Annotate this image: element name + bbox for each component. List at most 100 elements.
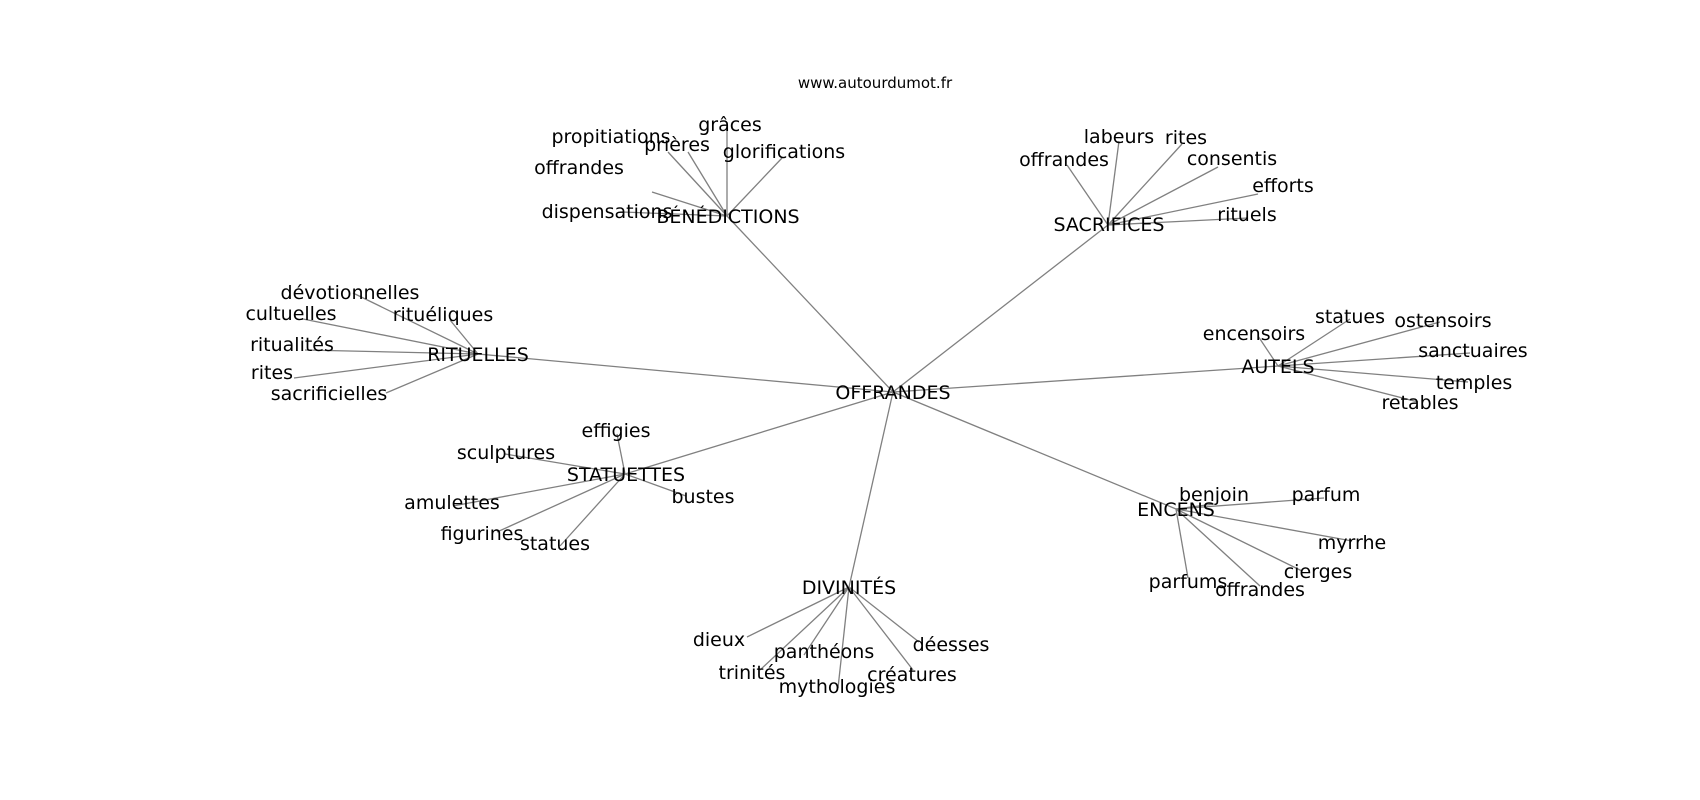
leaf-word[interactable]: benjoin <box>1179 484 1249 506</box>
leaf-word[interactable]: mythologies <box>779 676 896 698</box>
edge-divinites-leaf <box>803 586 850 656</box>
leaf-word[interactable]: prières <box>644 134 710 156</box>
edge-statuettes-leaf <box>624 473 687 497</box>
graph-labels: OFFRANDES dispensations offrandes propitia… <box>245 114 1527 698</box>
branch-word-sacrifices[interactable]: SACRIFICES <box>1053 214 1164 236</box>
edge-center-rituelles <box>477 353 894 393</box>
branch-word-benedictions[interactable]: BÉNÉDICTIONS <box>656 205 799 228</box>
edge-divinites-leaf <box>746 586 850 638</box>
leaf-word[interactable]: rites <box>1165 127 1207 149</box>
leaf-word[interactable]: offrandes <box>534 157 624 179</box>
leaf-word[interactable]: ostensoirs <box>1394 310 1491 332</box>
edge-divinites-leaf <box>848 586 914 671</box>
branch-word-encens[interactable]: ENCENS <box>1137 499 1215 521</box>
branch-word-statuettes[interactable]: STATUETTES <box>567 464 685 486</box>
leaf-word[interactable]: sanctuaires <box>1418 340 1527 362</box>
edge-sacrifices-leaf <box>1107 140 1120 226</box>
leaf-word[interactable]: bustes <box>671 486 734 508</box>
leaf-word[interactable]: cierges <box>1284 561 1353 583</box>
graph-edges <box>293 122 1471 689</box>
edge-rituelles-leaf <box>293 353 479 379</box>
edge-rituelles-leaf <box>449 319 479 355</box>
edge-rituelles-leaf <box>352 292 479 355</box>
leaf-word[interactable]: sacrificielles <box>271 383 388 405</box>
leaf-word[interactable]: dispensations <box>542 201 673 223</box>
leaf-word[interactable]: ritualités <box>250 334 334 356</box>
leaf-word[interactable]: parfum <box>1292 484 1361 506</box>
leaf-word[interactable]: rites <box>251 362 293 384</box>
edge-divinites-leaf <box>848 586 920 643</box>
leaf-word[interactable]: efforts <box>1252 175 1314 197</box>
edge-statuettes-leaf <box>452 473 626 507</box>
edge-center-divinites <box>848 391 894 588</box>
edge-center-benedictions <box>726 215 894 393</box>
leaf-word[interactable]: dévotionnelles <box>281 282 420 304</box>
leaf-word[interactable]: amulettes <box>404 492 500 514</box>
edge-sacrifices-leaf <box>1107 217 1249 226</box>
leaf-word[interactable]: sculptures <box>457 442 555 464</box>
leaf-word[interactable]: figurines <box>441 523 524 545</box>
edge-autels-leaf <box>1257 335 1279 367</box>
leaf-word[interactable]: cultuelles <box>245 303 336 325</box>
leaf-word[interactable]: glorifications <box>723 141 845 163</box>
leaf-word[interactable]: retables <box>1381 392 1458 414</box>
leaf-word[interactable]: temples <box>1436 372 1513 394</box>
edge-encens-leaf <box>1175 508 1189 579</box>
edge-statuettes-leaf <box>616 433 626 475</box>
edge-divinites-leaf <box>759 586 850 671</box>
edge-divinites-leaf <box>837 586 850 689</box>
edge-sacrifices-leaf <box>1107 193 1259 226</box>
branch-word-autels[interactable]: AUTELS <box>1241 356 1314 378</box>
edge-statuettes-leaf <box>559 473 626 547</box>
edge-autels-leaf <box>1277 365 1419 403</box>
leaf-word[interactable]: offrandes <box>1019 149 1109 171</box>
edge-statuettes-leaf <box>504 453 626 475</box>
leaf-word[interactable]: offrandes <box>1215 579 1305 601</box>
center-word[interactable]: OFFRANDES <box>835 382 950 404</box>
leaf-word[interactable]: labeurs <box>1084 126 1154 148</box>
leaf-word[interactable]: panthéons <box>774 641 875 663</box>
leaf-word[interactable]: encensoirs <box>1203 323 1305 345</box>
edge-sacrifices-leaf <box>1107 143 1183 226</box>
edge-rituelles-leaf <box>304 349 479 355</box>
edge-benedictions-leaf <box>621 211 728 217</box>
leaf-word[interactable]: trinités <box>719 662 786 684</box>
leaf-word[interactable]: consentis <box>1187 148 1277 170</box>
site-url: www.autourdumot.fr <box>798 74 953 92</box>
edge-autels-leaf <box>1277 365 1469 383</box>
edge-encens-leaf <box>1175 508 1353 542</box>
edge-encens-leaf <box>1175 508 1261 587</box>
leaf-word[interactable]: rituéliques <box>393 304 494 326</box>
leaf-word[interactable]: parfums <box>1149 571 1228 593</box>
edge-sacrifices-leaf <box>1107 166 1219 226</box>
edge-center-statuettes <box>624 391 894 475</box>
edge-center-encens <box>892 391 1177 510</box>
leaf-word[interactable]: myrrhe <box>1318 532 1386 554</box>
leaf-word[interactable]: grâces <box>698 114 762 136</box>
edge-benedictions-leaf <box>651 191 728 217</box>
leaf-word[interactable]: propitiations <box>551 126 670 148</box>
edge-encens-leaf <box>1175 497 1325 510</box>
edge-sacrifices-leaf <box>1066 164 1109 226</box>
edge-autels-leaf <box>1277 318 1351 367</box>
edge-benedictions-leaf <box>726 157 783 217</box>
leaf-word[interactable]: statues <box>520 533 590 555</box>
edge-statuettes-leaf <box>496 473 626 533</box>
edge-center-sacrifices <box>892 224 1109 393</box>
leaf-word[interactable]: dieux <box>693 629 745 651</box>
edge-benedictions-leaf <box>687 151 728 217</box>
leaf-word[interactable]: statues <box>1315 306 1385 328</box>
edge-autels-leaf <box>1277 321 1441 367</box>
edge-autels-leaf <box>1277 352 1471 367</box>
edge-rituelles-leaf <box>302 318 479 355</box>
edge-benedictions-leaf <box>667 151 728 217</box>
leaf-word[interactable]: rituels <box>1217 204 1276 226</box>
leaf-word[interactable]: effigies <box>582 420 651 442</box>
edge-rituelles-leaf <box>385 353 479 394</box>
branch-word-divinites[interactable]: DIVINITÉS <box>802 576 896 599</box>
leaf-word[interactable]: créatures <box>867 664 957 686</box>
edge-center-autels <box>892 365 1279 393</box>
branch-word-rituelles[interactable]: RITUELLES <box>427 344 529 366</box>
leaf-word[interactable]: déesses <box>913 634 990 656</box>
